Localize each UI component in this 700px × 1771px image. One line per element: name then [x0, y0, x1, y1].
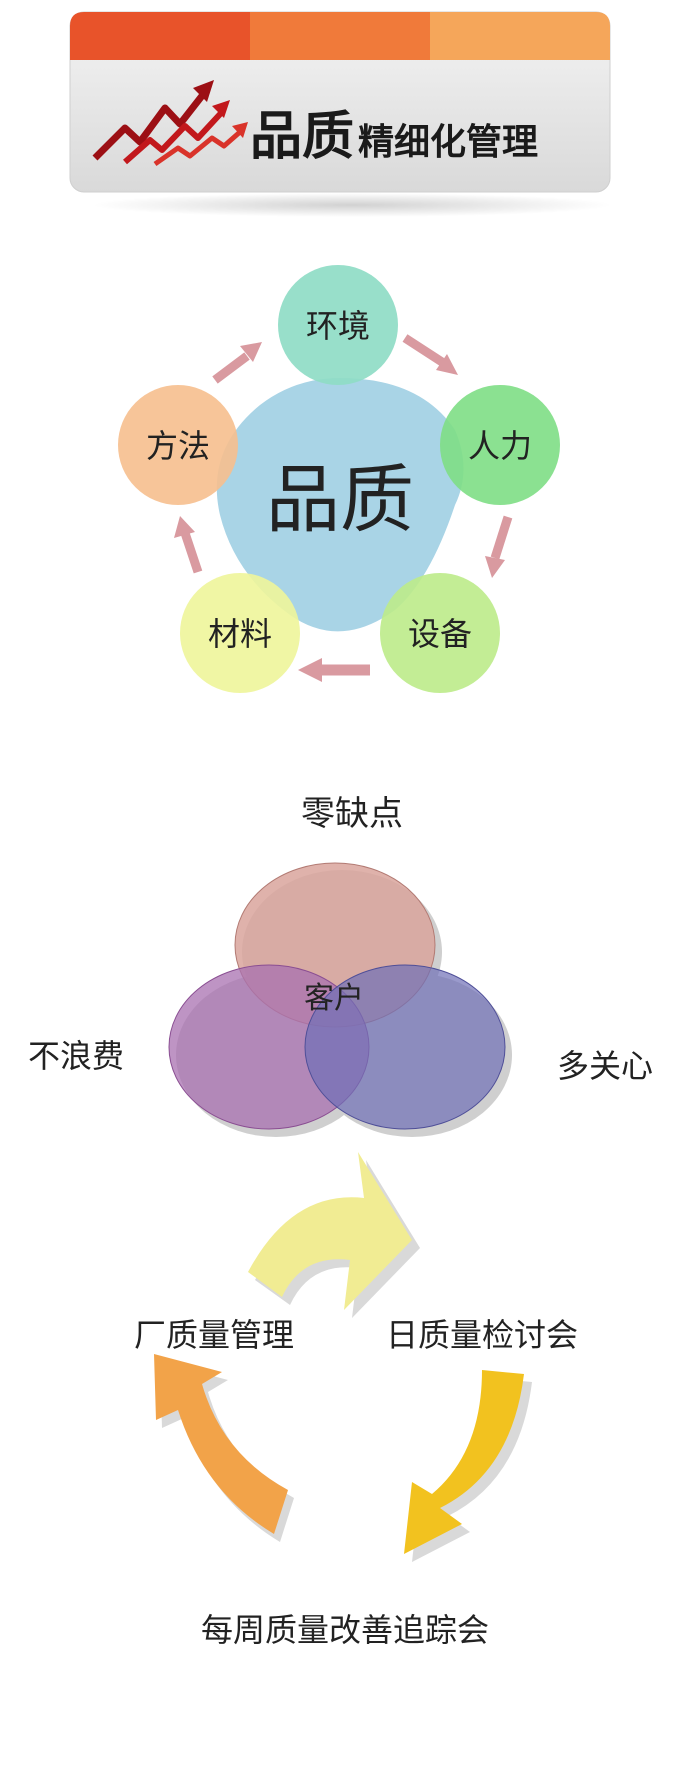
node-equipment [380, 573, 500, 693]
venn-top-label: 零缺点 [301, 794, 403, 834]
arrow-factory-to-daily [248, 1152, 412, 1310]
node-material [180, 573, 300, 693]
venn-left-label: 不浪费 [28, 1037, 124, 1075]
node-manpower [440, 385, 560, 505]
node-equipment-label: 设备 [408, 615, 472, 653]
customer-venn-diagram: 零缺点 客户 不浪费 多关心 [28, 794, 653, 1137]
cycle-arrow-env-to-manpower [402, 334, 458, 375]
header-banner: 品质 精细化管理 [69, 11, 612, 217]
meeting-daily-label: 日质量检讨会 [386, 1316, 578, 1354]
venn-center-label: 客户 [304, 981, 364, 1016]
quality-center-label: 品质 [266, 457, 414, 543]
header-bar-segment-3 [430, 12, 610, 60]
header-bar-segment-2 [250, 12, 430, 60]
node-material-label: 材料 [208, 615, 272, 653]
meeting-weekly-label: 每周质量改善追踪会 [201, 1611, 489, 1649]
node-manpower-label: 人力 [468, 427, 532, 465]
header-title-big: 品质 [250, 107, 354, 167]
header-bar-segment-1 [70, 12, 250, 60]
cycle-arrow-manpower-to-equipment [485, 515, 513, 578]
node-environment-label: 环境 [306, 307, 370, 345]
node-environment [278, 265, 398, 385]
arrow-weekly-to-factory [154, 1354, 288, 1534]
cycle-arrow-method-to-env [212, 342, 262, 384]
arrow-daily-to-weekly [404, 1370, 524, 1554]
header-title-small: 精细化管理 [358, 122, 538, 163]
quality-cycle-diagram: 品质 环境 人力 设备 材料 方法 [118, 265, 560, 693]
cycle-arrow-material-to-method [174, 516, 203, 574]
venn-right-label: 多关心 [557, 1047, 653, 1085]
meeting-factory-label: 厂质量管理 [134, 1316, 294, 1354]
node-method-label: 方法 [146, 427, 210, 465]
venn-circle-right [304, 964, 506, 1130]
cycle-arrow-equipment-to-material [298, 658, 370, 682]
rising-arrows-icon [92, 80, 248, 167]
meeting-cycle-diagram: 厂质量管理 日质量检讨会 每周质量改善追踪会 [134, 1152, 578, 1649]
node-method [118, 385, 238, 505]
quality-center-blob [216, 378, 464, 632]
